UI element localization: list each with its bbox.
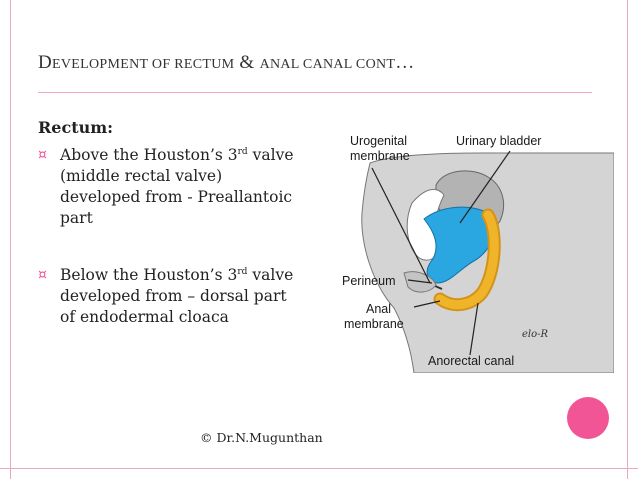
bullet-marker-icon: ¤ [38, 147, 47, 163]
title-part: … [395, 52, 415, 73]
leader-anal [413, 300, 441, 308]
bullet-text-2: Below the Houston’s 3rd valve developed … [60, 266, 294, 326]
label-perineum: Perineum [342, 274, 396, 288]
leader-anorectal [469, 302, 479, 356]
label-anorectal-canal: Anorectal canal [428, 354, 514, 368]
right-border-line [627, 0, 628, 479]
leader-perineum [407, 279, 433, 284]
label-urogenital-line2: membrane [350, 149, 410, 163]
bullet-text-1: Above the Houston’s 3rd valve (middle re… [60, 146, 294, 227]
leader-bladder [459, 150, 511, 224]
left-border-line [10, 0, 11, 479]
label-anal-line1: Anal [366, 302, 391, 316]
label-urinary-bladder: Urinary bladder [456, 134, 541, 148]
bottom-border-line [0, 468, 638, 469]
title-part: rectum [174, 57, 235, 72]
title-part: of [151, 57, 171, 72]
bullet-marker-icon: ¤ [38, 267, 47, 283]
title-part: D [38, 52, 53, 73]
label-urogenital-line1: Urogenital [350, 134, 407, 148]
anorectal-canal-inner [435, 210, 499, 310]
section-label-rectum: Rectum: [38, 118, 114, 137]
copyright-text: © Dr.N.Mugunthan [200, 430, 323, 445]
title-underline [38, 92, 592, 93]
urinary-bladder-shape [423, 206, 496, 284]
cloaca-development-diagram: Urogenital membrane Urinary bladder Peri… [342, 134, 614, 373]
title-part: anal canal cont [259, 57, 396, 72]
label-anal-line2: membrane [344, 317, 404, 331]
illustrator-signature: elo-R [522, 329, 549, 340]
title-part: evelopment [52, 57, 149, 72]
leader-urogenital [371, 167, 431, 284]
decorative-pink-circle [567, 397, 609, 439]
slide-title: Development of rectum & anal canal cont… [38, 52, 415, 74]
title-part: & [234, 52, 260, 73]
